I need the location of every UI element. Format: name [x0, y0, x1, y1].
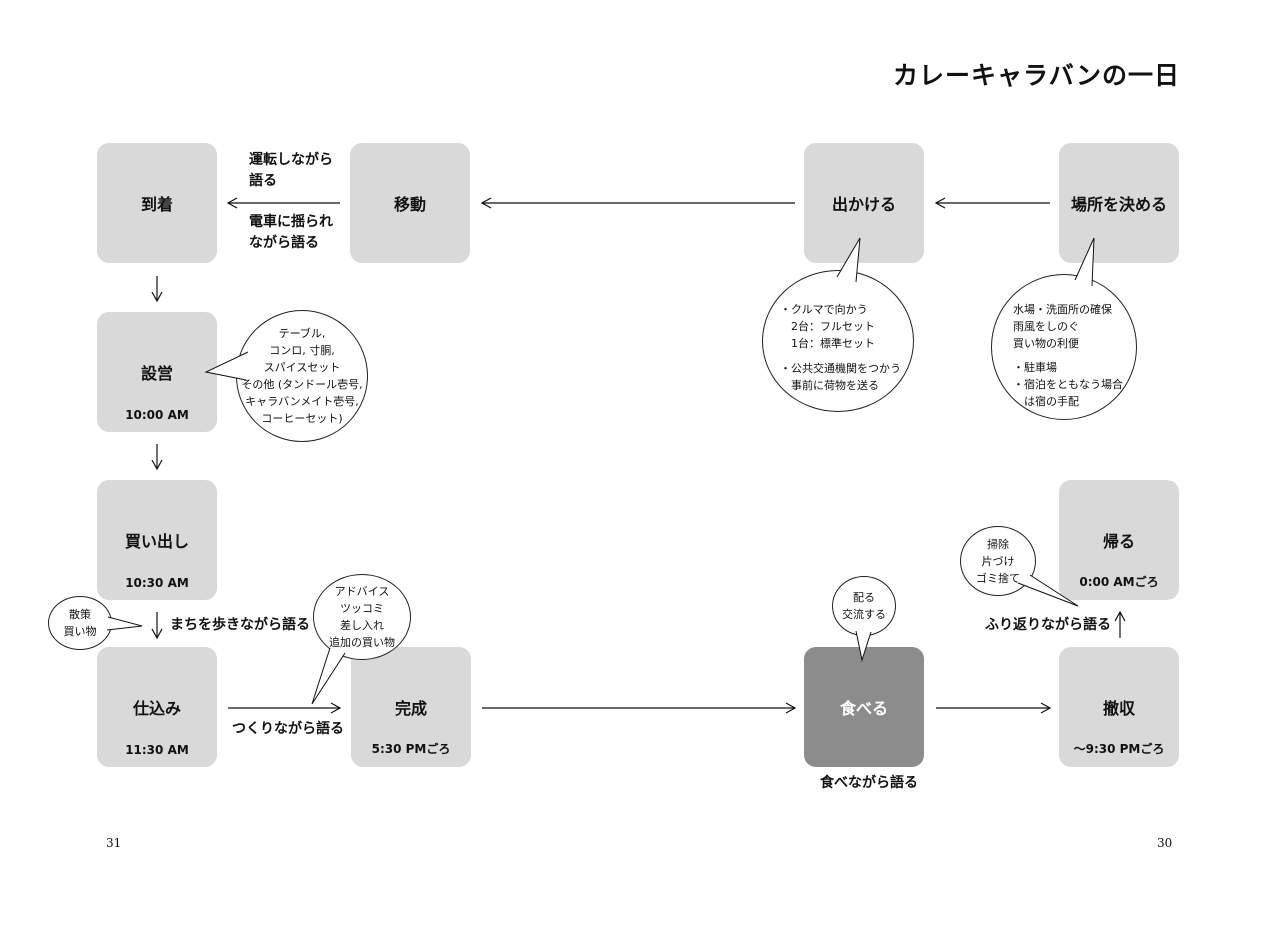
- caption-train: 電車に揺られ ながら語る: [249, 212, 333, 254]
- bubble-line: コンロ, 寸胴,: [269, 344, 335, 357]
- caption-line: 運転しながら: [249, 152, 333, 168]
- bubble-tail-cook: [311, 647, 346, 705]
- node-time: 10:00 AM: [125, 408, 189, 422]
- node-label: 出かける: [831, 195, 896, 214]
- node-label: 到着: [140, 195, 173, 214]
- node-label: 撤収: [1102, 699, 1135, 718]
- speech-bubble-cook: アドバイス ツッコミ 差し入れ 追加の買い物: [313, 574, 411, 660]
- speech-bubble-go: ・クルマで向かう 2台：フルセット 1台：標準セット ・公共交通機関をつかう 事…: [762, 270, 914, 412]
- bubble-line: ・駐車場: [1013, 361, 1057, 374]
- bubble-line: は宿の手配: [1013, 395, 1079, 408]
- node-shop: 買い出し 10:30 AM: [97, 480, 217, 600]
- bubble-tail-place: [1074, 237, 1095, 287]
- caption-line: 電車に揺られ: [249, 214, 333, 230]
- bubble-line: 買い物の利便: [1013, 337, 1079, 350]
- bubble-line: 2台：フルセット: [780, 320, 875, 333]
- bubble-line: スパイスセット: [263, 361, 341, 374]
- bubble-line: 片づけ: [981, 554, 1015, 568]
- node-prep: 仕込み 11:30 AM: [97, 647, 217, 767]
- node-time: 10:30 AM: [125, 576, 189, 590]
- node-time: 0:00 AMごろ: [1079, 575, 1159, 589]
- bubble-line: ・公共交通機関をつかう: [780, 362, 901, 375]
- node-time: 11:30 AM: [125, 743, 189, 757]
- bubble-tail-eat: [855, 630, 872, 662]
- node-home: 帰る 0:00 AMごろ: [1059, 480, 1179, 600]
- bubble-tail-setup: [204, 351, 249, 381]
- bubble-line: ・クルマで向かう: [780, 303, 868, 316]
- node-arrive: 到着: [97, 143, 217, 263]
- bubble-line: 散策: [69, 608, 91, 621]
- page-title: カレーキャラバンの一日: [892, 61, 1180, 90]
- node-label: 完成: [394, 699, 427, 718]
- bubble-line: 差し入れ: [340, 619, 384, 632]
- node-label: 場所を決める: [1070, 195, 1167, 214]
- bubble-line: 配る: [853, 591, 875, 604]
- bubble-line: その他 (タンドール壱号,: [241, 378, 363, 391]
- caption-walk: まちを歩きながら語る: [170, 617, 310, 633]
- bubble-line: 交流する: [842, 608, 886, 621]
- node-go: 出かける: [804, 143, 924, 263]
- node-label: 仕込み: [132, 699, 181, 718]
- speech-bubble-setup: テーブル, コンロ, 寸胴, スパイスセット その他 (タンドール壱号, キャラ…: [236, 310, 368, 442]
- bubble-tail-clean: [1017, 574, 1079, 607]
- node-setup: 設営 10:00 AM: [97, 312, 217, 432]
- page-number-left: 31: [106, 836, 122, 850]
- bubble-line: ・宿泊をともなう場合: [1013, 378, 1123, 391]
- page-number-right: 30: [1157, 836, 1173, 850]
- bubble-line: 1台：標準セット: [780, 337, 875, 350]
- node-time: 〜9:30 PMごろ: [1073, 742, 1165, 756]
- bubble-line: ツッコミ: [340, 602, 384, 615]
- caption-cook: つくりながら語る: [232, 721, 344, 737]
- bubble-line: テーブル,: [278, 327, 326, 340]
- bubble-line: アドバイス: [334, 585, 390, 598]
- node-place: 場所を決める: [1059, 143, 1179, 263]
- bubble-tail-walk: [106, 616, 143, 631]
- caption-line: ながら語る: [249, 235, 319, 251]
- node-label: 買い出し: [124, 532, 189, 551]
- bubble-line: 追加の買い物: [329, 636, 395, 649]
- bubble-line: コーヒーセット): [261, 412, 343, 425]
- node-label: 設営: [140, 364, 173, 383]
- caption-eat: 食べながら語る: [820, 775, 918, 791]
- node-clear: 撤収 〜9:30 PMごろ: [1059, 647, 1179, 767]
- caption-reflect: ふり返りながら語る: [985, 617, 1111, 633]
- speech-bubble-eat: 配る 交流する: [832, 576, 896, 636]
- bubble-line: キャラバンメイト壱号,: [245, 395, 359, 408]
- bubble-line: 買い物: [63, 625, 97, 638]
- caption-drive: 運転しながら 語る: [249, 150, 333, 192]
- bubble-line: 雨風をしのぐ: [1013, 320, 1079, 333]
- node-label: 帰る: [1102, 532, 1135, 551]
- bubble-line: ゴミ捨て: [976, 571, 1020, 585]
- node-label: 食べる: [839, 699, 888, 718]
- bubble-line: 事前に荷物を送る: [780, 379, 879, 392]
- bubble-line: 掃除: [987, 537, 1009, 551]
- caption-line: 語る: [249, 173, 277, 189]
- node-eat: 食べる: [804, 647, 924, 767]
- node-move: 移動: [350, 143, 470, 263]
- bubble-tail-go: [836, 237, 861, 283]
- bubble-line: 水場・洗面所の確保: [1013, 303, 1112, 316]
- node-label: 移動: [393, 195, 426, 214]
- speech-bubble-place: 水場・洗面所の確保 雨風をしのぐ 買い物の利便 ・駐車場 ・宿泊をともなう場合 …: [991, 274, 1137, 420]
- node-time: 5:30 PMごろ: [371, 742, 451, 756]
- node-done: 完成 5:30 PMごろ: [351, 647, 471, 767]
